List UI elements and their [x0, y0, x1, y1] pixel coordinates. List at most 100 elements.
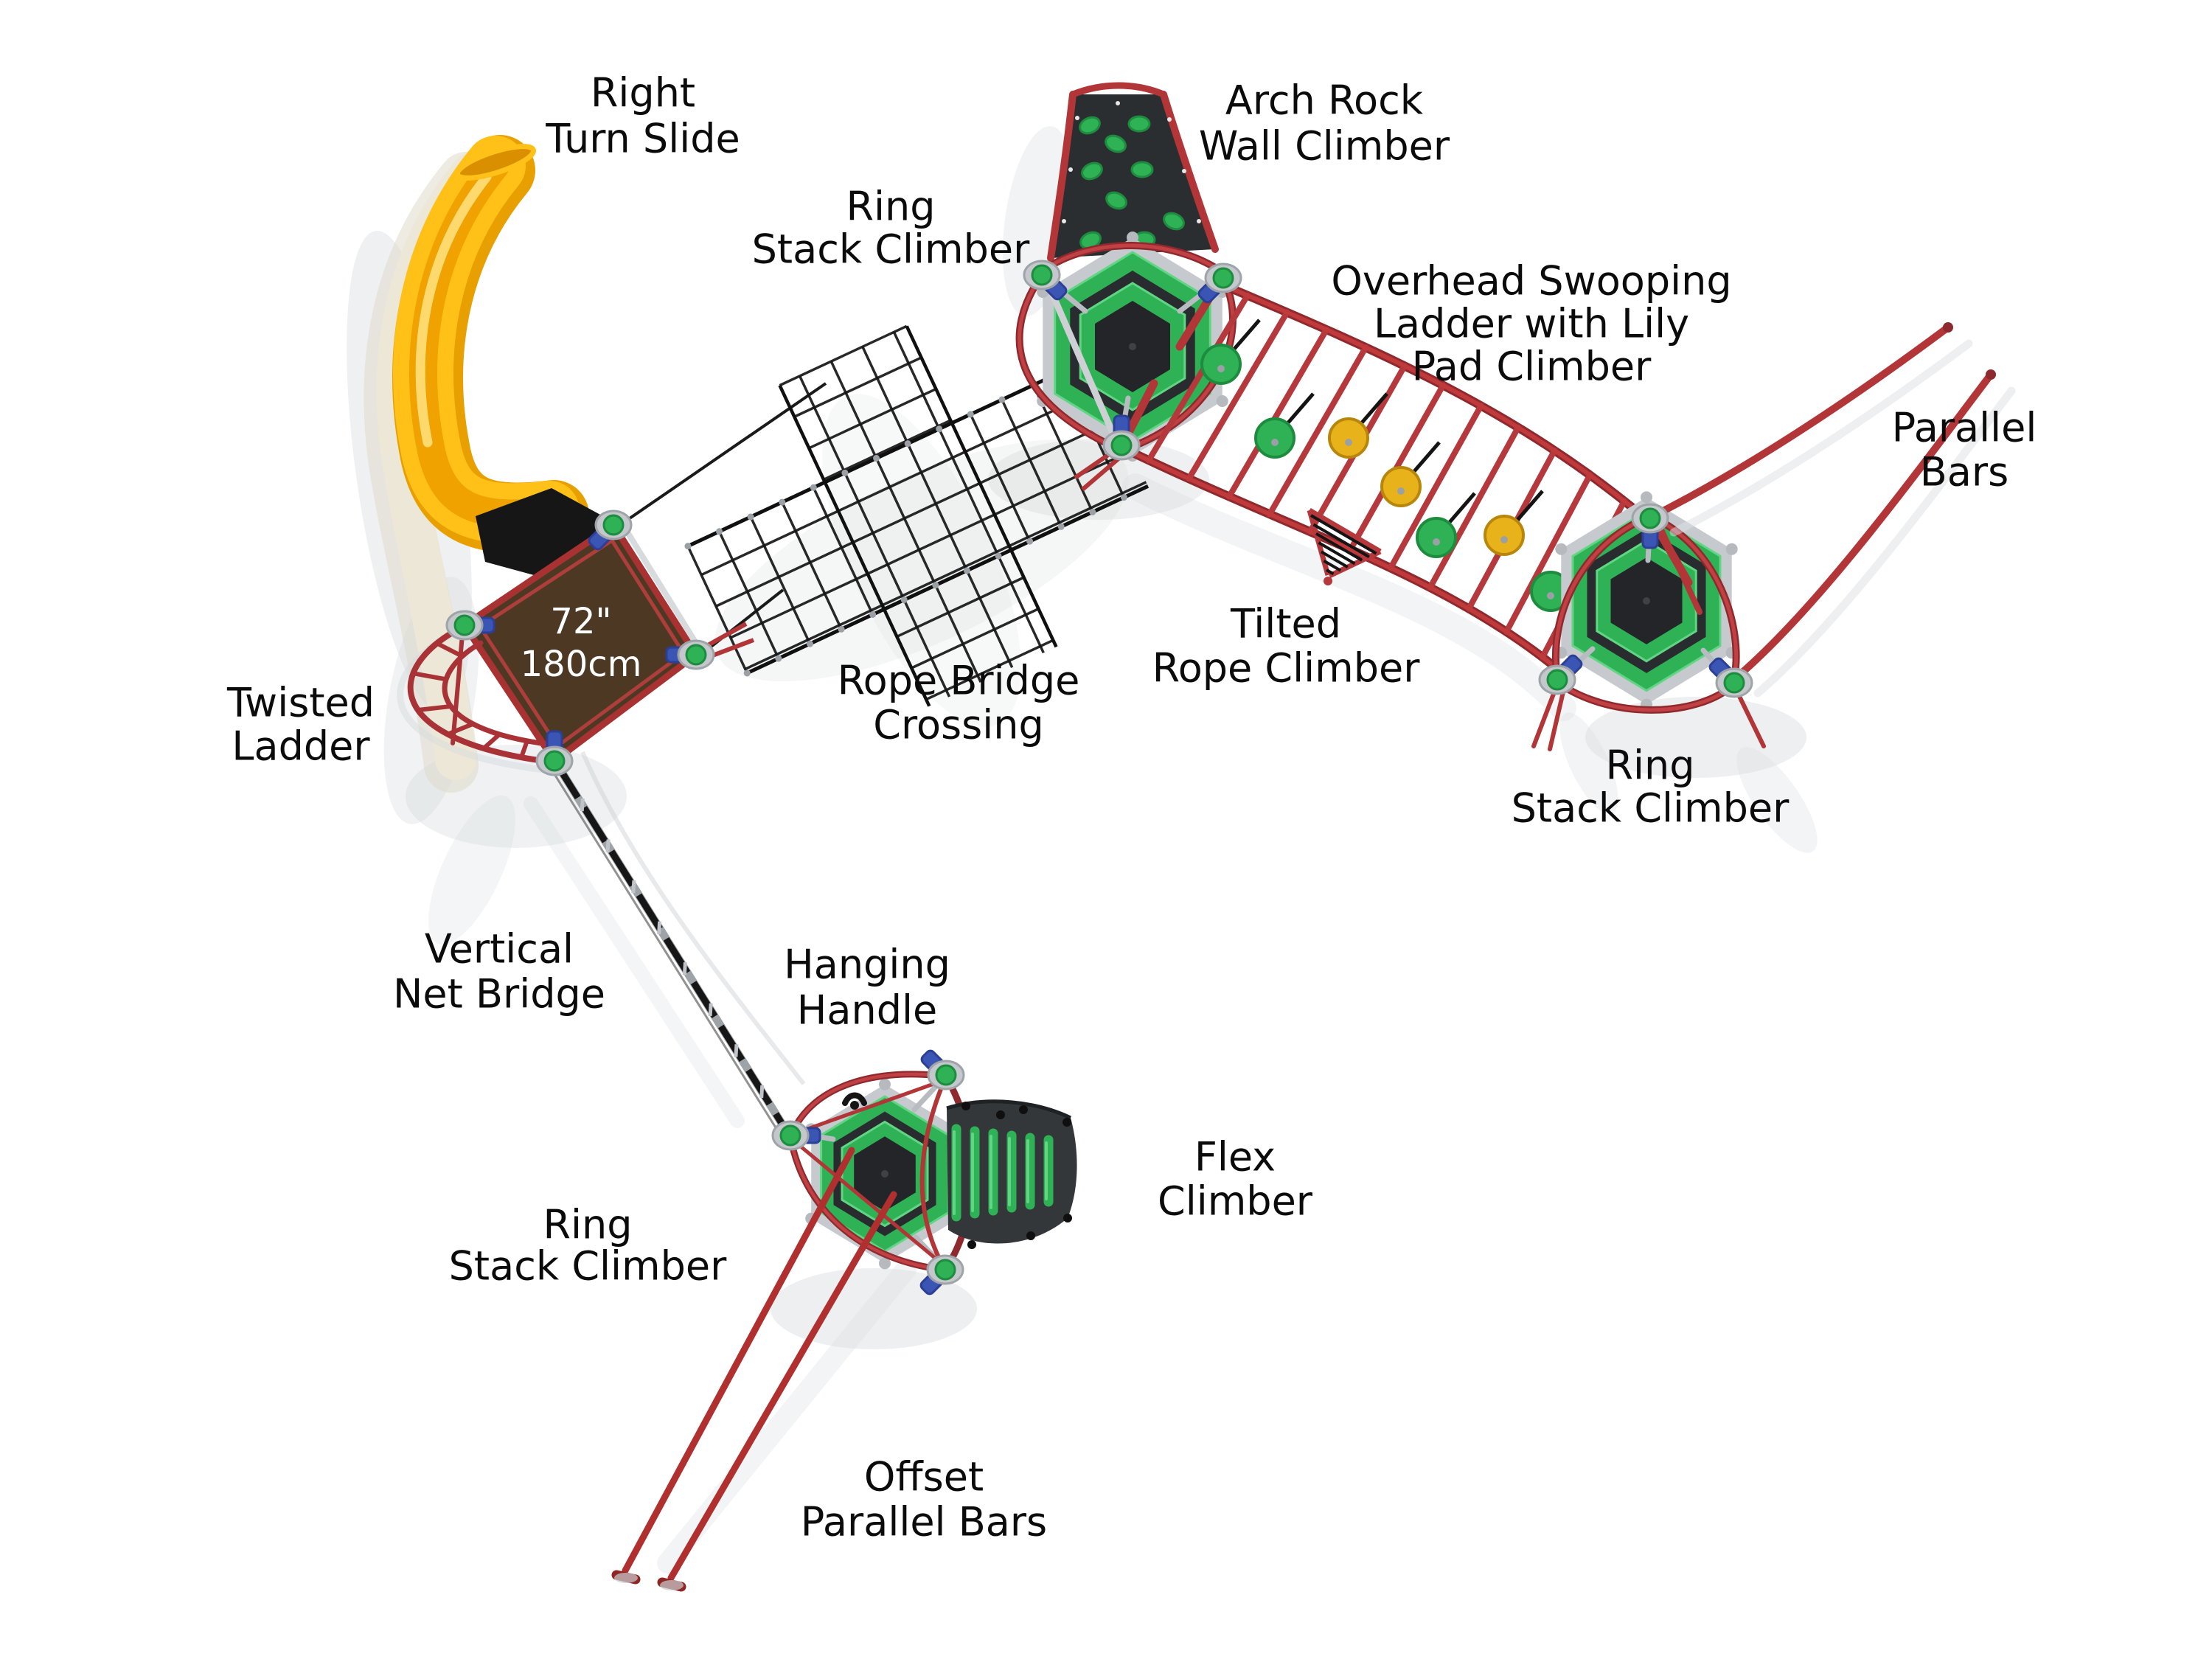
lily-pad-bolt [1397, 487, 1405, 495]
label-rope-bridge-line-0: Rope Bridge [838, 658, 1080, 704]
net-rope [700, 386, 1103, 577]
post-green-cap [1723, 672, 1745, 694]
net-rope [925, 639, 1054, 701]
label-offset-parallel-line-1: Parallel Bars [801, 1499, 1047, 1545]
label-arch-rock-wall-line-1: Wall Climber [1199, 123, 1450, 170]
label-tilted-rope-line-0: Tilted [1230, 601, 1341, 647]
net-bridge-clamps [580, 798, 765, 1099]
label-ring-stack-bottom-line-0: Ring [543, 1202, 632, 1248]
net-bridge-clamp [734, 1044, 739, 1057]
ring-stack-climber-top [1015, 232, 1237, 462]
ring-stack-climber-bottom [787, 1071, 975, 1273]
label-offset-parallel-line-0: Offset [864, 1454, 984, 1500]
net-clamp [873, 455, 880, 462]
net-bridge-clamp [631, 880, 636, 894]
net-clamp [1026, 538, 1034, 545]
deck-size-line-0: 72" [550, 601, 611, 642]
flex-bolt [961, 1102, 970, 1110]
label-ring-stack-top-line-1: Stack Climber [752, 226, 1030, 273]
lily-pad-bolt [1217, 365, 1225, 372]
hex-right-center-dot [1643, 597, 1650, 605]
wall-rivet [1167, 117, 1172, 122]
parallel-bars [1649, 322, 2016, 698]
rock-hold [1079, 116, 1101, 135]
deck-size-badge: 72"180cm [521, 601, 642, 685]
tilted-rope-rung [1310, 514, 1377, 555]
ring-stack-climber-right [1531, 491, 1766, 751]
post [1102, 414, 1141, 461]
flex-climber [946, 1099, 1077, 1249]
hex-right-vertex-knob [1641, 491, 1652, 504]
net-bridge-clamp [708, 1003, 713, 1017]
post [1023, 260, 1068, 301]
wall-rivet [1182, 169, 1186, 173]
ladder-rung [1503, 472, 1593, 635]
net-clamp [967, 411, 974, 418]
wall-rivet [1197, 219, 1201, 223]
twisted-ladder [397, 624, 557, 773]
net-clamp [779, 498, 786, 506]
post [535, 730, 574, 776]
label-overhead-swooping-line-2: Pad Climber [1412, 344, 1652, 390]
tilted-rope-rung [1323, 559, 1342, 572]
label-vertical-net-line-1: Net Bridge [393, 971, 605, 1018]
lily-pad-bolt [1433, 538, 1440, 546]
label-ring-stack-right-line-0: Ring [1605, 742, 1694, 789]
net-bridge-clamp [657, 921, 662, 934]
post [445, 610, 495, 641]
rope-bridge-crossing-net [684, 324, 1150, 707]
hex-right-vertex-knob [1555, 543, 1568, 555]
label-hanging-handle-line-0: Hanging [784, 942, 950, 988]
lily-pad-green [1200, 344, 1242, 385]
wall-rivet [1068, 167, 1073, 172]
lily-pad-bolt [1345, 439, 1352, 446]
ladder-rung [1186, 309, 1290, 482]
net-rope [779, 324, 908, 387]
net-clamp [684, 543, 692, 550]
tilted-rope-rung [1320, 550, 1349, 568]
lily-pad-bolt [1500, 536, 1508, 543]
net-clamp [998, 396, 1006, 403]
deck-net-tie-2 [698, 588, 785, 658]
flex-bolt [996, 1110, 1005, 1119]
net-rope [1001, 399, 1062, 527]
label-flex-climber-line-1: Climber [1158, 1178, 1313, 1225]
hex-top-vertex-knob [1216, 395, 1228, 407]
lily-pad-yellow [1328, 417, 1369, 459]
post [1538, 654, 1583, 695]
net-clamp [1089, 508, 1096, 515]
wall-rivet [1062, 219, 1066, 223]
post [1197, 262, 1242, 304]
hanging-handle [842, 1092, 867, 1106]
post-green-cap [1546, 669, 1568, 691]
net-clamp [810, 484, 817, 491]
rock-hold [1163, 212, 1185, 231]
lily-pad-bolt [1547, 592, 1554, 599]
post-green-cap [602, 514, 625, 536]
net-rope [896, 576, 1025, 638]
ladder-rung [1226, 327, 1330, 500]
rock-hold [1081, 161, 1103, 181]
label-vertical-net-line-0: Vertical [425, 926, 574, 973]
label-twisted-ladder-line-0: Twisted [226, 680, 375, 726]
label-tilted-rope-line-1: Rope Climber [1152, 645, 1421, 692]
twisted-rung [434, 641, 465, 659]
post [588, 509, 633, 551]
tilted-rope-rungs [1310, 514, 1377, 576]
ladder-rung [1146, 292, 1251, 464]
post-green-cap [934, 1259, 956, 1281]
ladder-rung [1266, 344, 1369, 518]
ground-shadows [347, 126, 1818, 1573]
net-rope [686, 545, 748, 674]
net-rope [686, 357, 1090, 548]
tilted-rope-rung [1312, 523, 1370, 558]
net-clamp [838, 625, 845, 633]
